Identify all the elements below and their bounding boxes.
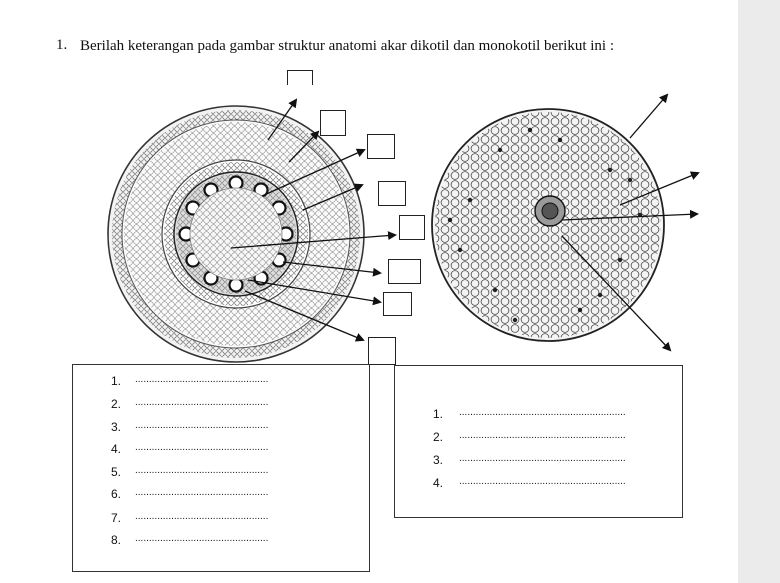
question-text: Berilah keterangan pada gambar struktur … (80, 38, 615, 54)
answer-line[interactable]: ........................................… (135, 442, 269, 453)
answer-number: 7. (111, 511, 122, 525)
answer-number: 3. (111, 420, 122, 434)
dicot-label-arrows (230, 98, 397, 342)
worksheet-page: 1. Berilah keterangan pada gambar strukt… (56, 37, 700, 572)
monocot-label-arrows (561, 93, 700, 352)
label-box-dicot-5[interactable] (399, 215, 425, 240)
answer-line[interactable]: ........................................… (135, 420, 269, 431)
answer-number: 4. (433, 476, 444, 490)
answer-number: 1. (111, 374, 122, 388)
answer-number: 2. (111, 397, 122, 411)
viewer-side-panel (738, 0, 780, 583)
label-box-dicot-2[interactable] (320, 110, 346, 136)
answer-number: 8. (111, 533, 122, 547)
dicot-root-section (107, 105, 365, 363)
label-box-dicot-4[interactable] (378, 181, 406, 206)
answer-number: 3. (433, 453, 444, 467)
answer-line[interactable]: ........................................… (135, 374, 269, 385)
monocot-answer-box: 1. .....................................… (394, 365, 683, 518)
answer-number: 5. (111, 465, 122, 479)
answer-line[interactable]: ........................................… (135, 511, 269, 522)
answer-line[interactable]: ........................................… (135, 487, 269, 498)
answer-number: 1. (433, 407, 444, 421)
label-box-dicot-8[interactable] (368, 337, 396, 365)
answer-line[interactable]: ........................................… (135, 533, 269, 544)
answer-line[interactable]: ........................................… (135, 465, 269, 476)
answer-line[interactable]: ........................................… (459, 453, 626, 464)
label-box-dicot-6[interactable] (388, 259, 421, 284)
answer-number: 6. (111, 487, 122, 501)
answer-number: 4. (111, 442, 122, 456)
answer-line[interactable]: ........................................… (135, 397, 269, 408)
question-number: 1. (56, 37, 68, 53)
dicot-answer-box: 1. .....................................… (72, 364, 370, 572)
label-box-dicot-1[interactable] (287, 70, 313, 85)
answer-line[interactable]: ........................................… (459, 430, 626, 441)
root-anatomy-diagram (107, 93, 700, 363)
label-box-dicot-7[interactable] (383, 292, 412, 316)
answer-number: 2. (433, 430, 444, 444)
answer-line[interactable]: ........................................… (459, 476, 626, 487)
label-box-dicot-3[interactable] (367, 134, 395, 159)
answer-line[interactable]: ........................................… (459, 407, 626, 418)
